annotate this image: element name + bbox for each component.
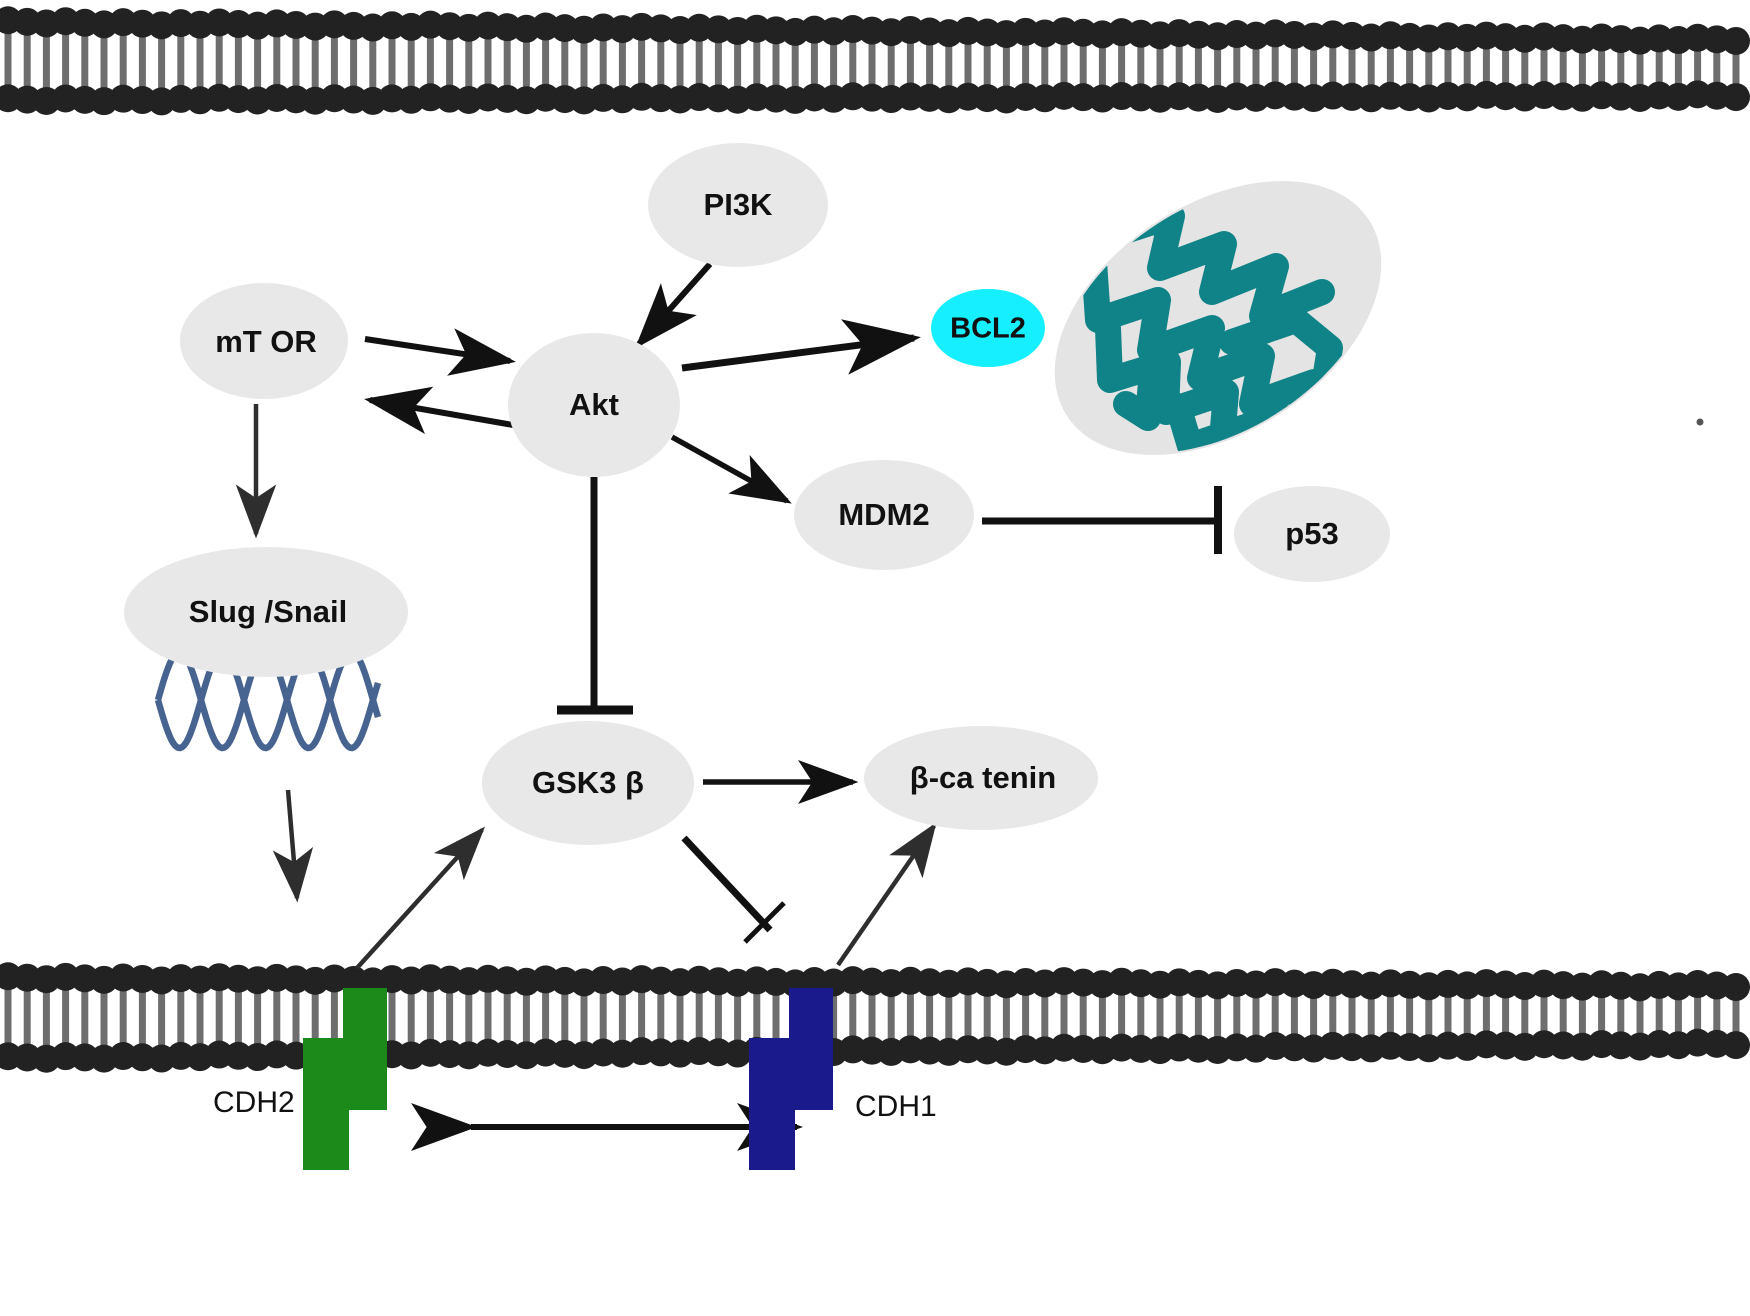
- node-akt[interactable]: Akt: [508, 333, 680, 477]
- edge-mdm2-p53: [982, 486, 1222, 554]
- node-pi3k-label: PI3K: [704, 187, 774, 222]
- node-bcl2-label: BCL2: [950, 313, 1026, 345]
- cdh1-block-left[interactable]: [749, 1038, 795, 1170]
- top-membrane-lipid-head-outer: [1722, 26, 1750, 55]
- node-slugsnail-label: Slug /Snail: [189, 594, 347, 629]
- edge-akt-mtor: [364, 386, 514, 434]
- mitochondrion: [1054, 181, 1382, 475]
- edge-pi3k-akt: [635, 262, 713, 349]
- stray-dot: [1696, 418, 1704, 426]
- node-pi3k-shape[interactable]: [648, 143, 828, 267]
- edge-cdh2-gsk3b: [355, 826, 486, 970]
- cdh1-block-right[interactable]: [789, 988, 833, 1110]
- node-akt-label: Akt: [569, 387, 619, 422]
- node-p53[interactable]: p53: [1234, 486, 1390, 582]
- node-gsk3b-shape[interactable]: [482, 721, 694, 845]
- bottom-membrane-lipid-head-inner: [1722, 1031, 1750, 1060]
- edge-gsk3b-cdh1: [681, 835, 786, 944]
- node-slugsnail[interactable]: Slug /Snail: [124, 547, 408, 677]
- dna-strand-front: [154, 648, 382, 752]
- node-bcl2-shape[interactable]: [931, 289, 1045, 367]
- edge-layer: [235, 262, 1222, 1151]
- edge-akt-bcl2: [681, 319, 921, 375]
- edge-cdh1-bcatenin: [836, 822, 937, 967]
- node-akt-shape[interactable]: [508, 333, 680, 477]
- top-plasma-membrane: [0, 6, 1750, 116]
- node-bcl2[interactable]: BCL2: [931, 289, 1045, 367]
- edge-mtor-akt: [364, 328, 516, 376]
- cdh1-label: CDH1: [855, 1090, 937, 1123]
- node-bcatenin-label: β-ca tenin: [910, 760, 1056, 795]
- node-gsk3b-label: GSK3 β: [532, 765, 644, 800]
- edge-akt-gsk3b: [557, 477, 633, 715]
- cdh2-block-right[interactable]: [343, 988, 387, 1110]
- node-mdm2-shape[interactable]: [794, 460, 974, 570]
- node-pi3k[interactable]: PI3K: [648, 143, 828, 267]
- node-slugsnail-shape[interactable]: [124, 547, 408, 677]
- cdh2-label: CDH2: [213, 1086, 295, 1119]
- node-mdm2[interactable]: MDM2: [794, 460, 974, 570]
- node-gsk3b[interactable]: GSK3 β: [482, 721, 694, 845]
- cdh1-protein[interactable]: CDH1: [749, 988, 937, 1170]
- node-mdm2-label: MDM2: [838, 497, 929, 532]
- cdh2-protein[interactable]: CDH2: [213, 988, 387, 1170]
- node-layer: PI3K mT OR Akt MDM2 p53 Slug /Snail GSK3…: [124, 143, 1390, 845]
- node-p53-shape[interactable]: [1234, 486, 1390, 582]
- edge-akt-mdm2: [670, 434, 792, 504]
- top-membrane-lipid-head-inner: [1722, 83, 1750, 112]
- bottom-membrane-lipid-head-outer: [1722, 973, 1750, 1002]
- cdh2-block-left[interactable]: [303, 1038, 349, 1170]
- edge-slugsnail-cdh2: [272, 789, 314, 903]
- node-bcatenin[interactable]: β-ca tenin: [864, 726, 1098, 830]
- node-mtor-shape[interactable]: [180, 283, 348, 399]
- node-p53-label: p53: [1285, 516, 1338, 551]
- bottom-plasma-membrane: [0, 962, 1750, 1073]
- node-bcatenin-shape[interactable]: [864, 726, 1098, 830]
- node-mtor[interactable]: mT OR: [180, 283, 348, 399]
- membrane-protein-layer: CDH2 CDH1: [213, 988, 937, 1170]
- node-mtor-label: mT OR: [215, 324, 317, 359]
